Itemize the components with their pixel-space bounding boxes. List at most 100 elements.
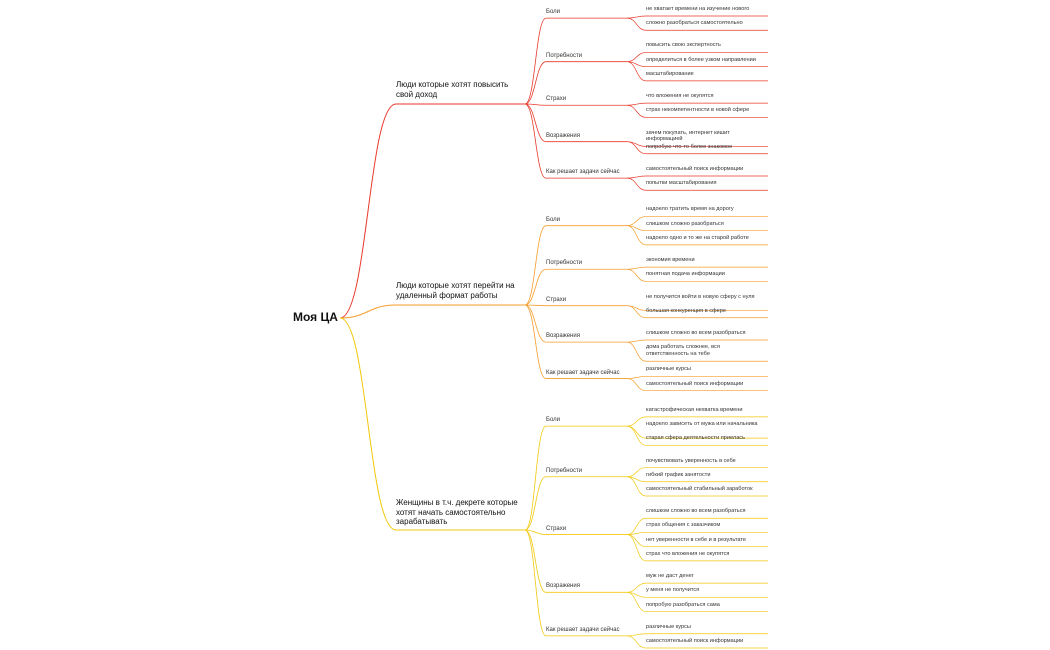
segment-link: [524, 61, 547, 105]
category-label[interactable]: Боли: [546, 9, 560, 16]
segment-link: [524, 476, 547, 531]
leaf-item[interactable]: самостоятельный поиск информации: [646, 638, 744, 644]
category-link: [626, 268, 647, 282]
segment-link: [524, 103, 547, 143]
segment-link: [524, 304, 547, 307]
category-label[interactable]: Потребности: [546, 467, 583, 474]
leaf-item[interactable]: попробую что-то более знакомое: [646, 143, 733, 150]
category-label[interactable]: Возражения: [546, 132, 580, 139]
category-link: [626, 517, 647, 535]
category-label[interactable]: Страхи: [546, 296, 567, 303]
leaf-item[interactable]: почувствовать уверенность в себе: [646, 457, 736, 464]
category-label[interactable]: Страхи: [546, 525, 567, 532]
segment-link: [524, 103, 547, 106]
leaf-item[interactable]: определиться в более узком направлении: [646, 56, 756, 63]
category-link: [626, 104, 647, 118]
category-link: [626, 416, 647, 427]
leaf-item[interactable]: попытки масштабирования: [646, 180, 717, 187]
category-label[interactable]: Потребности: [546, 52, 583, 59]
leaf-item[interactable]: страх некомпетентности в новой сфере: [646, 107, 750, 114]
root-node[interactable]: Моя ЦА: [293, 310, 338, 324]
category-link: [626, 378, 647, 392]
segment-link: [524, 304, 547, 343]
category-label[interactable]: Боли: [546, 216, 560, 223]
category-link: [626, 476, 647, 497]
leaf-item[interactable]: надоело тратить время на дорогу: [646, 206, 734, 213]
leaf-item[interactable]: слишком сложно разобраться: [646, 220, 724, 227]
category-link: [626, 341, 647, 362]
leaf-item[interactable]: дома работать сложнее, вся ответственнос…: [646, 344, 720, 357]
category-link: [626, 175, 647, 179]
category-label[interactable]: Как решает задачи сейчас: [546, 369, 620, 376]
leaf-item[interactable]: надоело одно и то же на старой работе: [646, 234, 749, 241]
category-link: [626, 52, 647, 63]
leaf-item[interactable]: самостоятельный стабильный заработок: [646, 486, 753, 492]
leaf-item[interactable]: зачем покупать, интернет кишит информаци…: [646, 129, 730, 143]
root-link: [339, 304, 397, 319]
leaf-item[interactable]: понятная подача информации: [646, 271, 725, 278]
leaf-item[interactable]: самостоятельный поиск информации: [646, 166, 744, 172]
leaf-item[interactable]: надоело зависеть от мужа или начальника: [646, 421, 758, 428]
segment-link: [524, 268, 547, 306]
category-link: [626, 633, 647, 637]
category-label[interactable]: Возражения: [546, 583, 580, 590]
leaf-item[interactable]: гибкий график занятости: [646, 471, 711, 478]
category-link: [626, 582, 647, 593]
category-link: [626, 534, 647, 562]
leaf-item[interactable]: повысить свою экспертность: [646, 42, 721, 49]
root-link: [339, 103, 397, 319]
leaf-item[interactable]: попробую разобраться сама: [646, 601, 720, 608]
leaf-item[interactable]: страх что вложения не окупятся: [646, 550, 730, 557]
leaf-item[interactable]: экономия времени: [646, 257, 695, 264]
leaf-item[interactable]: сложно разобраться самостоятельно: [646, 20, 743, 27]
category-link: [626, 635, 647, 649]
category-link: [626, 216, 647, 227]
category-link: [626, 467, 647, 478]
segment-label[interactable]: Люди которые хотят перейти на удаленный …: [396, 281, 515, 300]
category-link: [626, 376, 647, 379]
category-label[interactable]: Боли: [546, 417, 560, 424]
category-link: [626, 177, 647, 191]
segment-link: [524, 529, 547, 593]
leaf-item[interactable]: страх общения с заказчиком: [646, 522, 721, 529]
leaf-item[interactable]: слишком сложно во всем разобраться: [646, 330, 746, 336]
leaf-item[interactable]: большая конкуренция в сфере: [646, 307, 726, 314]
category-label[interactable]: Как решает задачи сейчас: [546, 626, 620, 633]
category-link: [626, 339, 647, 343]
category-link: [626, 102, 647, 106]
segment-link: [524, 225, 547, 306]
category-link: [626, 141, 647, 155]
leaf-item[interactable]: не хватает времени на изучение нового: [646, 6, 750, 12]
leaf-item[interactable]: самостоятельный поиск информации: [646, 380, 744, 387]
root-link: [339, 317, 397, 531]
category-link: [626, 534, 647, 548]
leaf-item[interactable]: катастрофическая нехватка времени: [646, 406, 743, 413]
category-link: [626, 425, 647, 446]
category-link: [626, 15, 647, 19]
segment-link: [524, 425, 547, 531]
segment-link: [524, 304, 547, 379]
category-link: [626, 532, 647, 535]
leaf-item[interactable]: масштабирование: [646, 70, 694, 77]
segment-label[interactable]: Женщины в т.ч. декрете которые хотят нач…: [396, 498, 518, 527]
category-link: [626, 305, 647, 319]
segment-label[interactable]: Люди которые хотят повысить свой доход: [396, 80, 509, 99]
segment-link: [524, 103, 547, 179]
category-link: [626, 17, 647, 31]
category-label[interactable]: Страхи: [546, 96, 567, 103]
leaf-item[interactable]: не получится войти в новую сферу с нуля: [646, 293, 755, 300]
leaf-item[interactable]: различные курсы: [646, 623, 691, 630]
leaf-item[interactable]: у меня не получится: [646, 587, 700, 594]
leaf-item[interactable]: муж не даст денег: [646, 573, 694, 580]
segment-link: [524, 529, 547, 535]
leaf-item[interactable]: что вложения не окупятся: [646, 93, 714, 100]
leaf-item[interactable]: различные курсы: [646, 366, 691, 373]
category-label[interactable]: Потребности: [546, 260, 583, 267]
category-label[interactable]: Как решает задачи сейчас: [546, 169, 620, 176]
leaf-item[interactable]: слишком сложно во всем разобраться: [646, 508, 746, 515]
category-label[interactable]: Возражения: [546, 333, 580, 340]
leaf-item[interactable]: старая сфера деятельности приелась: [646, 435, 746, 442]
leaf-item[interactable]: нет уверенности в себе и в результате: [646, 536, 746, 543]
